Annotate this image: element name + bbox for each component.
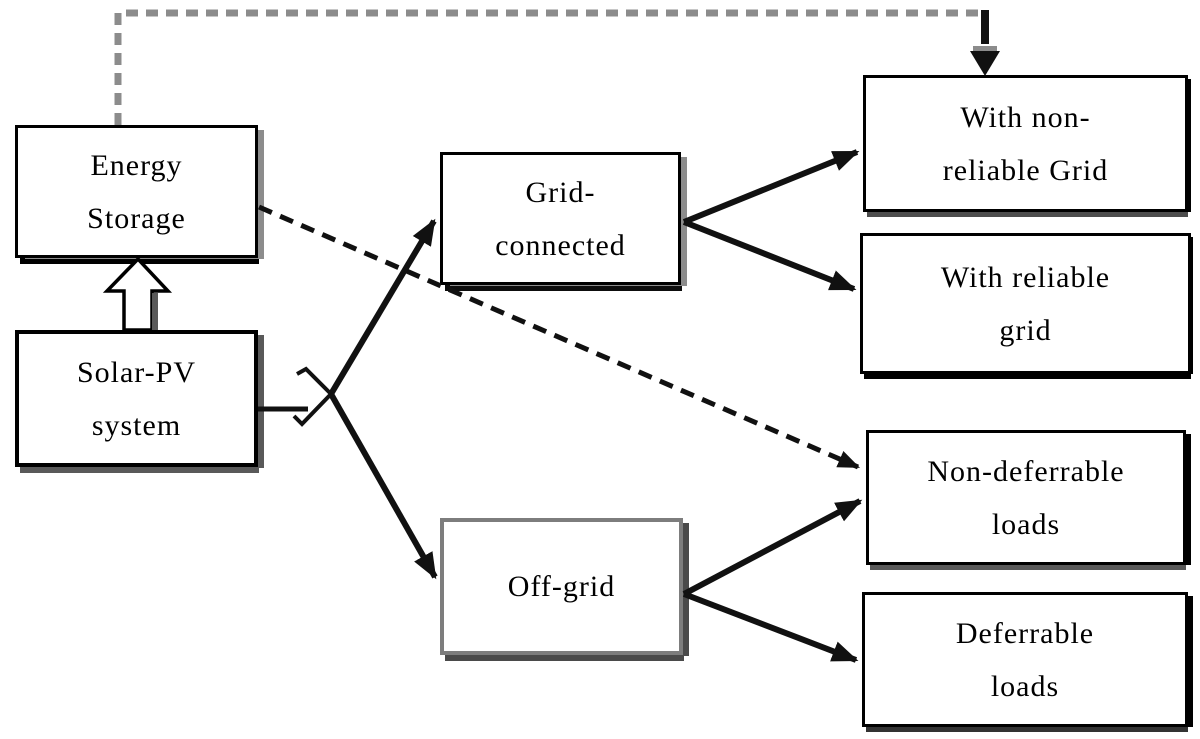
edge-offgrid-deferrable	[682, 591, 859, 663]
edge-gridconnected-reliable	[682, 219, 857, 292]
node-with-non-reliable-grid: With non- reliable Grid	[863, 75, 1188, 212]
edge-top-drop-gray-tick	[973, 46, 997, 51]
edge-offgrid-nondeferrable	[682, 498, 863, 597]
node-deferrable-loads: Deferrable loads	[862, 592, 1188, 727]
edge-top-drop-arrowhead	[970, 51, 1000, 76]
edge-gridconnected-nonreliable	[682, 149, 860, 225]
node-non-deferrable-loads: Non-deferrable loads	[866, 430, 1186, 565]
edge-solarpv-gridconnected	[328, 218, 437, 396]
node-with-reliable-grid: With reliable grid	[860, 233, 1191, 374]
edge-solarpv-offgrid	[328, 392, 438, 580]
open-arrowhead	[292, 366, 334, 427]
node-energy-storage: Energy Storage	[15, 125, 258, 258]
node-grid-connected: Grid- connected	[440, 152, 681, 285]
hollow-up-arrow	[102, 256, 173, 332]
node-solar-pv-system: Solar-PV system	[15, 330, 258, 467]
edge-energystorage-topgrid-dashed-gray	[114, 9, 985, 125]
node-off-grid: Off-grid	[440, 518, 683, 655]
